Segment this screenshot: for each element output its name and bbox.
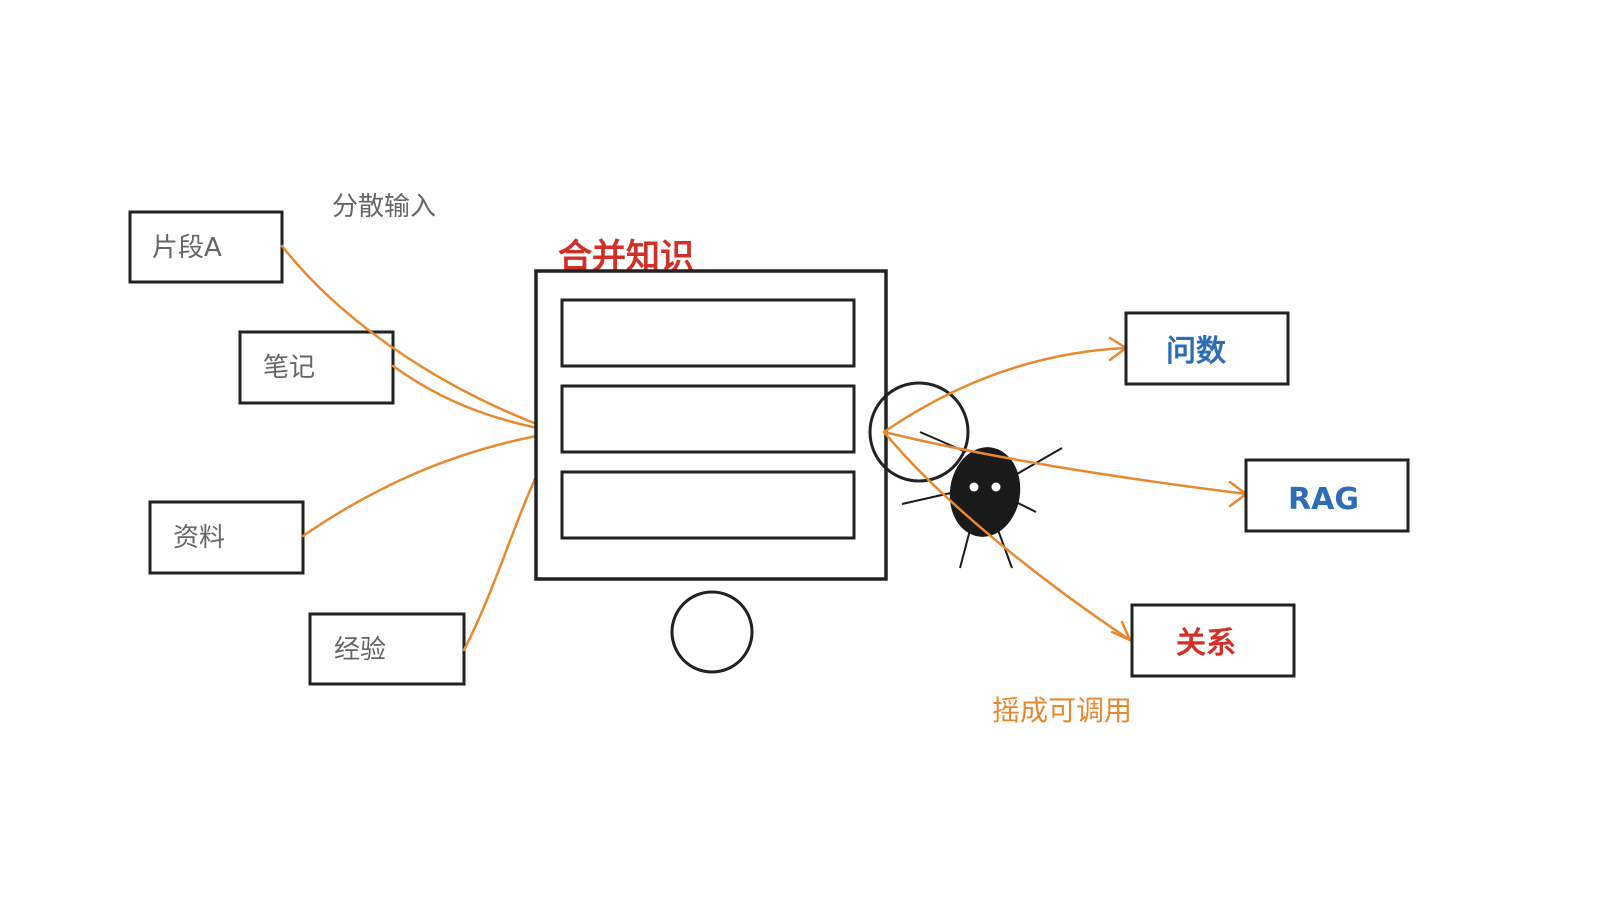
output-caption: 摇成可调用: [992, 694, 1132, 727]
output-box-label: RAG: [1288, 482, 1359, 517]
input-arrows: [280, 244, 562, 652]
container-slot-2: [560, 384, 856, 454]
output-box-label: 问数: [1166, 334, 1227, 369]
output-arrow-2: [882, 430, 1248, 496]
input-arrow-1: [280, 244, 560, 434]
output-arrows: [882, 336, 1248, 642]
input-box-2: 笔记: [238, 330, 395, 405]
input-box-label: 笔记: [263, 353, 315, 383]
input-box-label: 片段A: [152, 233, 222, 263]
input-box-4: 经验: [308, 612, 466, 686]
output-box-3: 关系: [1130, 603, 1296, 678]
input-box-1: 片段A: [128, 210, 284, 284]
output-arrow-3: [882, 430, 1132, 642]
output-arrow-1: [882, 346, 1128, 434]
wheel-icon: [670, 590, 754, 674]
container-slot-3: [560, 470, 856, 540]
output-box-2: RAG: [1244, 458, 1410, 533]
knowledge-container: [534, 269, 888, 581]
input-box-3: 资料: [148, 500, 305, 575]
output-box-label: 关系: [1176, 626, 1236, 661]
container-slot-1: [560, 298, 856, 368]
input-arrow-3: [301, 430, 560, 538]
output-box-1: 问数: [1124, 311, 1290, 386]
sketch-circle-icon: [868, 381, 970, 483]
input-group-title: 分散输入: [332, 192, 436, 222]
input-box-label: 资料: [173, 523, 225, 553]
input-box-label: 经验: [334, 635, 386, 665]
